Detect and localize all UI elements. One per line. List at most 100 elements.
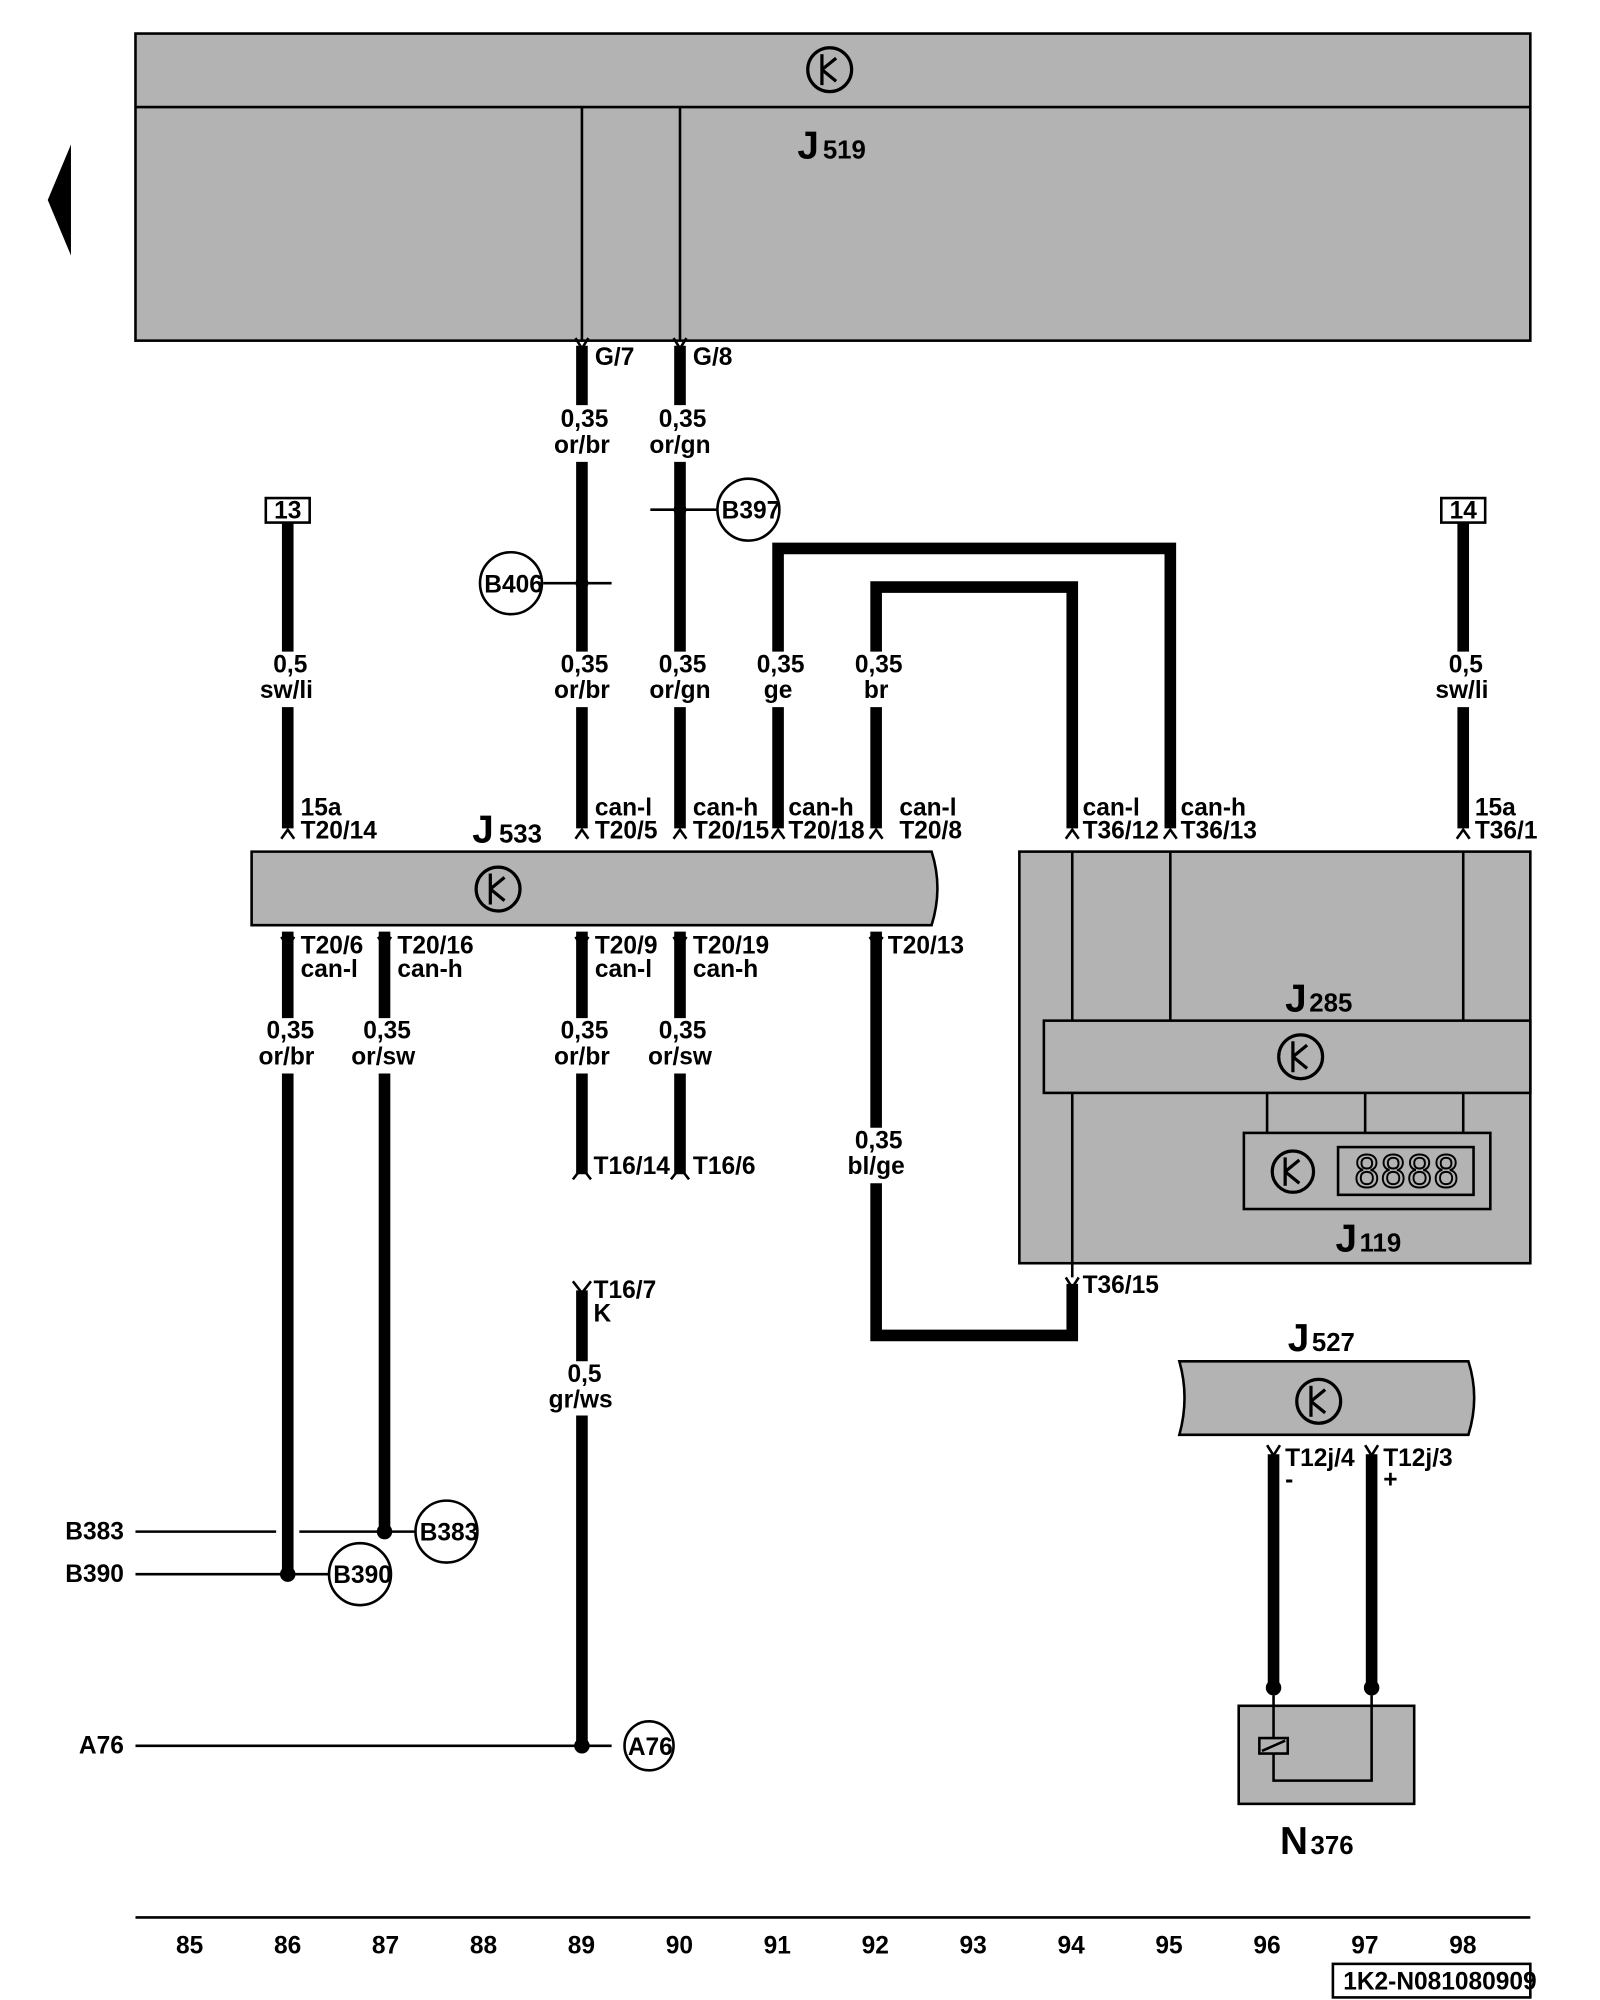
segment-display: 8888	[1354, 1147, 1460, 1198]
column-number: 93	[960, 1933, 987, 1960]
pin-number: T36/15	[1083, 1272, 1159, 1299]
wire-color: bl/ge	[848, 1153, 905, 1180]
pin-function: can-h	[693, 794, 758, 821]
connector-b390[interactable]: B390 B390	[65, 1541, 393, 1607]
pin-function: can-h	[788, 794, 853, 821]
column-number: 87	[372, 1933, 399, 1960]
wire-color: br	[864, 677, 889, 704]
pin-number: T20/19	[693, 933, 769, 960]
column-number: 86	[274, 1933, 301, 1960]
previous-page-arrow-icon[interactable]	[47, 144, 71, 256]
pin-number: T20/9	[595, 933, 658, 960]
wire-gauge: 0,35	[659, 1018, 707, 1045]
j533-letter: J	[472, 809, 494, 852]
pin-markers-upper	[280, 337, 1471, 840]
control-unit-icon	[1295, 1377, 1343, 1425]
reference-box-14[interactable]: 14	[1440, 496, 1487, 525]
connector-b406[interactable]: B406	[478, 550, 612, 616]
connector-label: A76	[628, 1734, 673, 1761]
wire-color: sw/li	[1435, 677, 1488, 704]
j285-number: 285	[1309, 990, 1352, 1018]
pin-number: T36/12	[1083, 818, 1159, 845]
reference-label: 13	[274, 498, 301, 525]
pin-function: 15a	[1475, 794, 1516, 821]
pin-function: can-l	[595, 794, 652, 821]
pin-number: T12j/3	[1383, 1445, 1452, 1472]
wire-color: or/sw	[648, 1044, 713, 1071]
pin-number: T36/13	[1181, 818, 1257, 845]
column-number: 92	[862, 1933, 889, 1960]
wire-gauge: 0,35	[363, 1018, 411, 1045]
wire-gauge: 0,35	[659, 651, 707, 678]
reference-box-13[interactable]: 13	[264, 496, 311, 525]
diagram-id: 1K2-N081080909	[1343, 1969, 1536, 1996]
connector-label: B390	[333, 1562, 392, 1589]
pin-function: can-h	[693, 956, 758, 983]
wire-color: sw/li	[260, 677, 313, 704]
wire-color: or/gn	[649, 677, 710, 704]
j285-letter: J	[1285, 978, 1307, 1021]
diagram-id-box: 1K2-N081080909	[1331, 1962, 1537, 1999]
pin-number: T12j/4	[1285, 1445, 1355, 1472]
pin-number: T20/8	[899, 818, 962, 845]
wire-gauge: 0,35	[561, 651, 609, 678]
wire-gauge: 0,35	[757, 651, 805, 678]
wire-color: or/br	[554, 677, 610, 704]
pin-sign: -	[1285, 1467, 1293, 1494]
wire-gauge: 0,35	[659, 406, 707, 433]
column-number: 94	[1057, 1933, 1085, 1960]
pin-number: T36/1	[1475, 818, 1538, 845]
pin-function: can-l	[899, 794, 956, 821]
pin-markers-lower	[280, 936, 1080, 1296]
pin-number: T20/15	[693, 818, 769, 845]
j533-number: 533	[499, 821, 542, 849]
control-unit-icon	[474, 865, 522, 913]
wire-gauge: 0,35	[561, 406, 609, 433]
pin-function: can-l	[1083, 794, 1140, 821]
wire-gauge: 0,5	[567, 1361, 601, 1388]
wire-color: or/gn	[649, 432, 710, 459]
reference-label: 14	[1450, 498, 1478, 525]
j119-letter: J	[1335, 1218, 1357, 1261]
connector-b383[interactable]: B383 B383	[65, 1499, 479, 1564]
column-number: 90	[666, 1933, 693, 1960]
wire-gauge: 0,35	[855, 651, 903, 678]
pin-number: T20/6	[301, 933, 364, 960]
connector-label: B383	[420, 1520, 479, 1547]
wire-color: gr/ws	[549, 1387, 613, 1414]
wires-upper	[281, 345, 1470, 829]
column-number: 91	[764, 1933, 791, 1960]
connector-a76[interactable]: A76 A76	[79, 1720, 675, 1772]
control-unit-icon	[1270, 1149, 1316, 1194]
connector-label: B383	[65, 1518, 124, 1545]
pin-function: 15a	[301, 794, 342, 821]
wires-lower	[281, 931, 1079, 1746]
connector-label: B397	[722, 498, 781, 525]
pin-number: T20/18	[788, 818, 864, 845]
pin-function: can-l	[301, 956, 358, 983]
wire-color: ge	[764, 677, 793, 704]
control-unit-icon	[806, 46, 854, 94]
wire-color: or/sw	[351, 1044, 416, 1071]
column-number: 96	[1253, 1933, 1280, 1960]
wire-color: or/br	[554, 1044, 610, 1071]
pin-function: can-h	[397, 956, 462, 983]
pin-number: T16/7	[594, 1277, 657, 1304]
j527-number: 527	[1312, 1329, 1355, 1357]
wire-color: or/br	[554, 432, 610, 459]
wire-gauge: 0,5	[1449, 651, 1483, 678]
connector-b397[interactable]: B397	[650, 477, 781, 542]
pin-function: can-h	[1181, 794, 1246, 821]
connector-label: B390	[65, 1561, 124, 1588]
column-number: 89	[568, 1933, 595, 1960]
j519-number: 519	[823, 137, 866, 165]
column-number: 97	[1351, 1933, 1378, 1960]
